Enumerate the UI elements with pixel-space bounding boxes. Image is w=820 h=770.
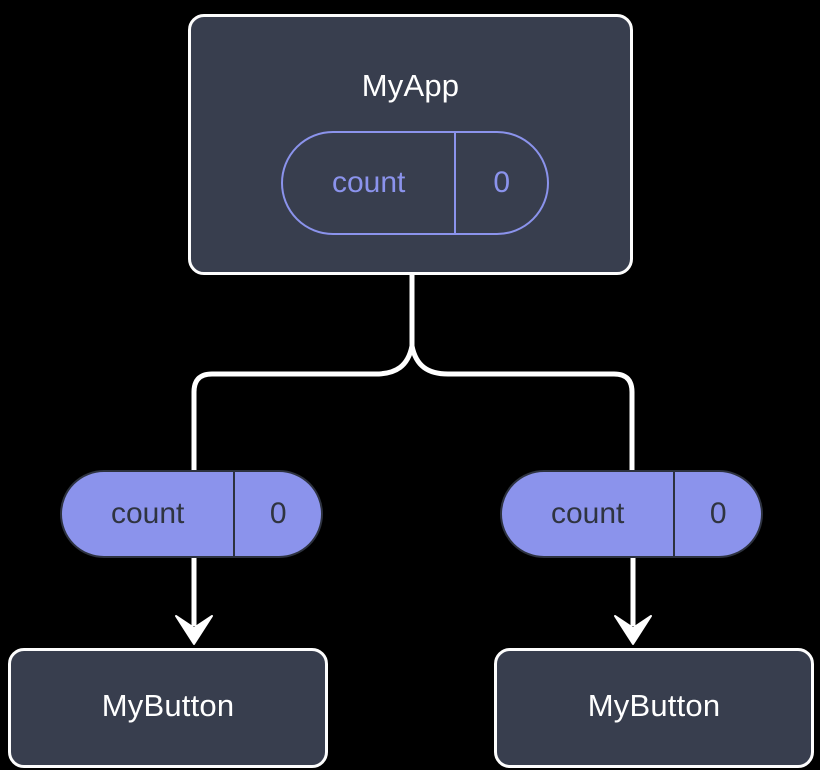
- component-node-mybutton-0[interactable]: MyButton: [8, 648, 328, 768]
- state-pill-key: count: [110, 497, 185, 530]
- state-pill-key: count: [550, 497, 625, 530]
- state-pill-root-count[interactable]: count 0: [281, 131, 549, 235]
- component-node-myapp[interactable]: MyApp count 0: [188, 14, 633, 275]
- component-node-mybutton-1[interactable]: MyButton: [494, 648, 814, 768]
- arrow-head-left: [175, 615, 213, 645]
- state-pill-value: 0: [454, 133, 547, 233]
- state-pill-key: count: [332, 166, 406, 199]
- component-title-mybutton: MyButton: [101, 688, 235, 723]
- state-pill-value: 0: [233, 472, 321, 556]
- state-pill-value: 0: [673, 472, 761, 556]
- edge-branch-right: [409, 343, 635, 473]
- component-title-myapp: MyApp: [361, 68, 460, 103]
- edge-branch-left: [191, 343, 415, 473]
- component-title-mybutton: MyButton: [587, 688, 721, 723]
- state-pill-branch-0-count[interactable]: count 0: [60, 470, 323, 558]
- state-pill-branch-1-count[interactable]: count 0: [500, 470, 763, 558]
- arrow-head-right: [614, 615, 652, 645]
